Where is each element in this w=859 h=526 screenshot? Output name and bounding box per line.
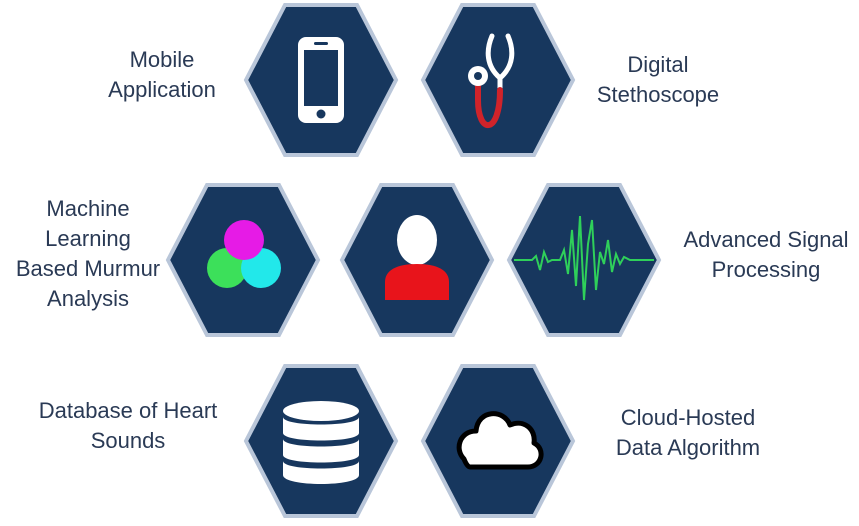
- venn-circles-icon: [207, 220, 281, 288]
- hex-database-of-heart-sounds: [244, 364, 398, 518]
- hex-user: [340, 183, 494, 337]
- waveform-icon: [514, 215, 654, 301]
- hex-mobile-application: [244, 3, 398, 157]
- hex-cloud-hosted-data-algorithm: [421, 364, 575, 518]
- database-icon: [283, 401, 359, 484]
- stethoscope-icon: [468, 33, 515, 129]
- mobile-phone-icon: [298, 37, 344, 123]
- hex-advanced-signal-processing: [507, 183, 661, 337]
- hex-machine-learning: [166, 183, 320, 337]
- hex-digital-stethoscope: [421, 3, 575, 157]
- person-icon: [385, 215, 449, 300]
- cloud-icon: [456, 411, 544, 470]
